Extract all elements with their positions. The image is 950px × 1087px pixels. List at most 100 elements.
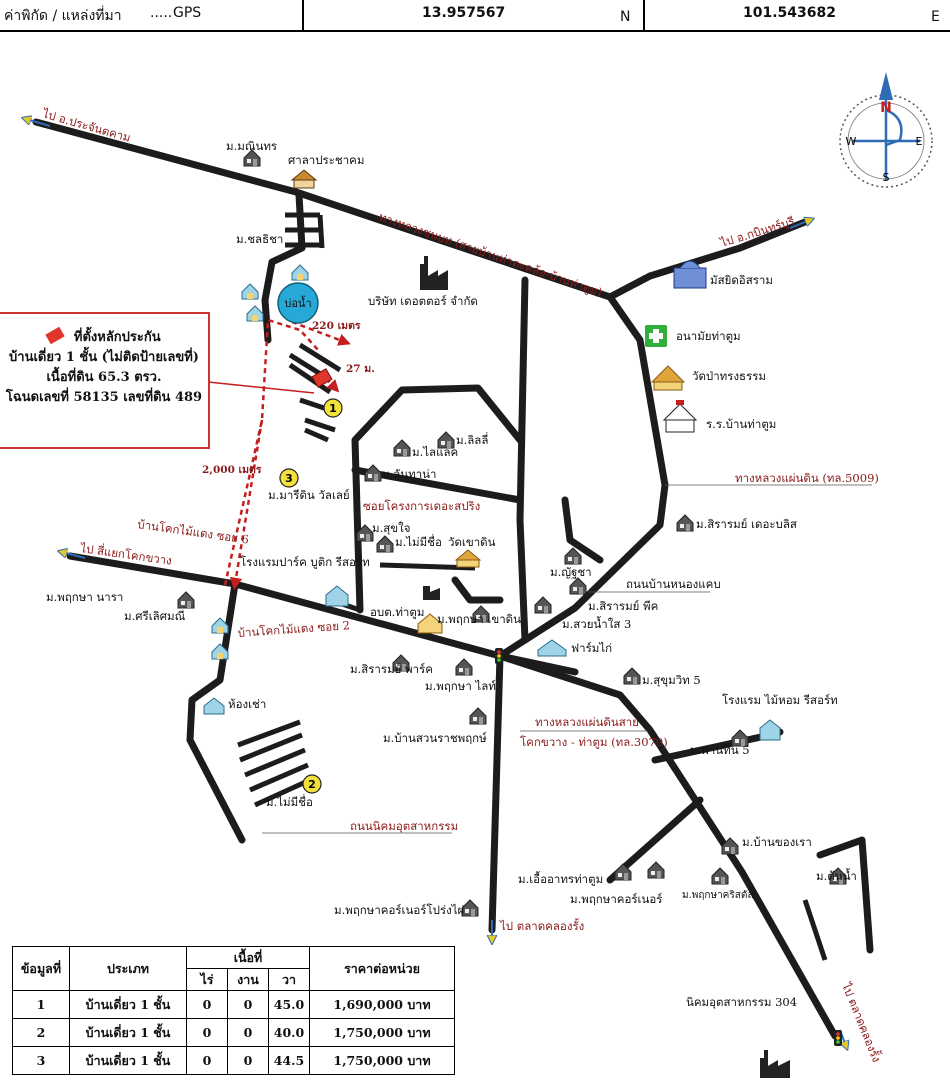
label-m-ueaarthorn: ม.เอื้ออาทรท่าตูม: [518, 871, 603, 886]
label-m-phruksa-nara: ม.พฤกษา นารา: [46, 590, 123, 604]
label-m-sirarom-park: ม.สิรารมย์ พาร์ค: [350, 662, 433, 676]
distance-labels: 220 เมตร 27 ม. 2,000 เมตร: [202, 320, 375, 476]
legend-title-row: ที่ตั้งหลักประกัน: [0, 326, 208, 348]
label-chicken-farm: ฟาร์มไก่: [571, 641, 612, 655]
label-m-phanthin: ม.พานทิน 5: [690, 743, 750, 757]
house-icon: [564, 547, 582, 565]
label-highway-5009: ทางหลวงแผ่นดิน (ทล.5009): [735, 471, 879, 485]
sala-icon: [290, 169, 318, 189]
temple-icon: [650, 365, 686, 391]
label-nikhom-road: ถนนนิคมอุตสาหกรรม: [350, 819, 458, 833]
rental-rooms-icon: [203, 697, 225, 715]
cell-no: 2: [12, 1018, 70, 1047]
factory-icon: [760, 1050, 790, 1078]
distance-220: 220 เมตร: [312, 320, 361, 332]
marker-3-label: 3: [285, 472, 293, 485]
label-health-center: อนามัยท่าตูม: [676, 329, 741, 343]
marker-2-label: 2: [308, 778, 316, 791]
house-icon: [569, 577, 587, 595]
distance-27: 27 ม.: [346, 363, 375, 375]
price-table: ข้อมูลที่ ประเภท เนื้อที่ ราคาต่อหน่วย ไ…: [12, 946, 455, 1075]
subdivision-grid-north: [285, 212, 342, 443]
table-row: 3 บ้านเดี่ยว 1 ชั้น 0 0 44.5 1,750,000 บ…: [12, 1046, 455, 1075]
coordinates-bar: ค่าพิกัด / แหล่งที่มา ..... GPS 13.95756…: [0, 0, 950, 32]
road-inner-2: [351, 466, 524, 504]
compass: N S E W: [839, 72, 933, 188]
collateral-marker[interactable]: [207, 368, 333, 394]
pond-label: บ่อน้ำ: [284, 295, 311, 310]
header-no: ข้อมูลที่: [12, 946, 70, 991]
house-icon: [461, 899, 479, 917]
cell-rai: 0: [186, 990, 228, 1019]
label-m-phruksa-crystal: ม.พฤกษาคริสตัล: [682, 890, 753, 901]
label-m-mai-mi-chue: ม.ไม่มีชื่อ: [395, 534, 442, 549]
house-icon: [211, 617, 229, 634]
longitude-value: 101.543682: [743, 5, 836, 21]
house-icon: [469, 707, 487, 725]
label-hotel-maihom: โรงแรม ไม้หอม รีสอร์ท: [722, 693, 838, 707]
label-nong-kae-road: ถนนบ้านหนองแคบ: [626, 577, 721, 591]
house-icon: [241, 283, 259, 300]
house-icon: [455, 658, 473, 676]
latitude-value: 13.957567: [422, 5, 506, 21]
compass-east: E: [916, 135, 923, 148]
road-rural-highway: [32, 118, 809, 301]
header-area: เนื้อที่: [186, 946, 310, 969]
label-sala: ศาลาประชาคม: [288, 153, 364, 167]
compass-south: S: [883, 171, 890, 184]
label-rooms: ห้องเช่า: [228, 697, 266, 711]
label-soi-2: บ้านโคกไม้แดง ซอย 2: [237, 618, 350, 640]
label-m-srilertmani: ม.ศรีเลิศมณี: [124, 609, 186, 623]
cell-wa: 44.5: [268, 1046, 310, 1075]
header-price: ราคาต่อหน่วย: [309, 946, 455, 991]
cell-rai: 0: [186, 1046, 228, 1075]
marker-2[interactable]: 2: [302, 774, 322, 794]
label-to-talat-klong-rang-2: ไป ตลาดคลองรั้ง: [839, 980, 885, 1065]
label-soi-6: บ้านโคกไม้แดง ซอย 6: [137, 517, 250, 547]
label-highway-3079-a: ทางหลวงแผ่นดินสาย: [535, 715, 639, 729]
header-ngan: งาน: [227, 968, 269, 991]
label-soi-project: ซอยโครงการเดอะสปริง: [363, 499, 480, 513]
label-factory-company: บริษัท เดอตตอร์ จำกัด: [368, 294, 478, 308]
table-row: 2 บ้านเดี่ยว 1 ชั้น 0 0 40.0 1,750,000 บ…: [12, 1018, 455, 1047]
house-icon: [177, 591, 195, 609]
label-obt: อบต.ท่าตูม: [370, 605, 424, 619]
label-highway-3079-b: โคกขวาง - ท่าตูม (ทล.3079): [520, 735, 668, 749]
pond: บ่อน้ำ: [277, 282, 319, 324]
coord-dots: .....: [150, 5, 173, 21]
latitude-suffix: N: [620, 9, 631, 25]
road-to-market: [488, 652, 504, 934]
coord-source: GPS: [173, 5, 202, 21]
marker-1[interactable]: 1: [323, 398, 343, 418]
label-m-phruksa-corner: ม.พฤกษาคอร์เนอร์: [570, 892, 662, 906]
house-icon: [393, 439, 411, 457]
cell-wa: 45.0: [268, 990, 310, 1019]
road-small-2: [451, 576, 504, 604]
label-m-lilac: ม.ไลแลค: [412, 445, 458, 459]
label-m-sukjai: ม.สุขใจ: [372, 521, 410, 535]
label-m-suan-nam-sai: ม.สวยน้ำใส 3: [562, 616, 631, 631]
north-arrow-icon: [879, 72, 893, 100]
hotel-icon: [325, 585, 349, 607]
house-icon: [364, 464, 382, 482]
marker-3[interactable]: 3: [279, 468, 299, 488]
longitude-cell: 101.543682 E: [643, 0, 948, 30]
cell-ngan: 0: [227, 1018, 269, 1047]
temple-icon: [454, 549, 482, 568]
place-labels: ม.มณินทร ศาลาประชาคม ม.ชลธิชา บริษัท เดอ…: [46, 139, 857, 1009]
legend-line-2: เนื้อที่ดิน 65.3 ตรว.: [46, 370, 162, 385]
house-icon: [623, 667, 641, 685]
cell-price: 1,750,000 บาท: [309, 1046, 455, 1075]
coord-source-cell: ค่าพิกัด / แหล่งที่มา ..... GPS: [0, 0, 304, 30]
legend-line-3: โฉนดเลขที่ 58135 เลขที่ดิน 489: [5, 390, 203, 405]
cell-no: 1: [12, 990, 70, 1019]
label-m-ban-khong-rao: ม.บ้านของเรา: [742, 835, 812, 849]
label-m-manithorn: ม.มณินทร: [226, 139, 277, 153]
health-cross-icon: [645, 325, 667, 347]
table-row: 1 บ้านเดี่ยว 1 ชั้น 0 0 45.0 1,690,000 บ…: [12, 990, 455, 1019]
cell-type: บ้านเดี่ยว 1 ชั้น: [69, 1018, 187, 1047]
road-soi6: [186, 580, 246, 844]
label-m-suan-ratchaphruek: ม.บ้านสวนราชพฤกษ์: [383, 731, 487, 745]
coord-label: ค่าพิกัด / แหล่งที่มา: [4, 8, 122, 24]
